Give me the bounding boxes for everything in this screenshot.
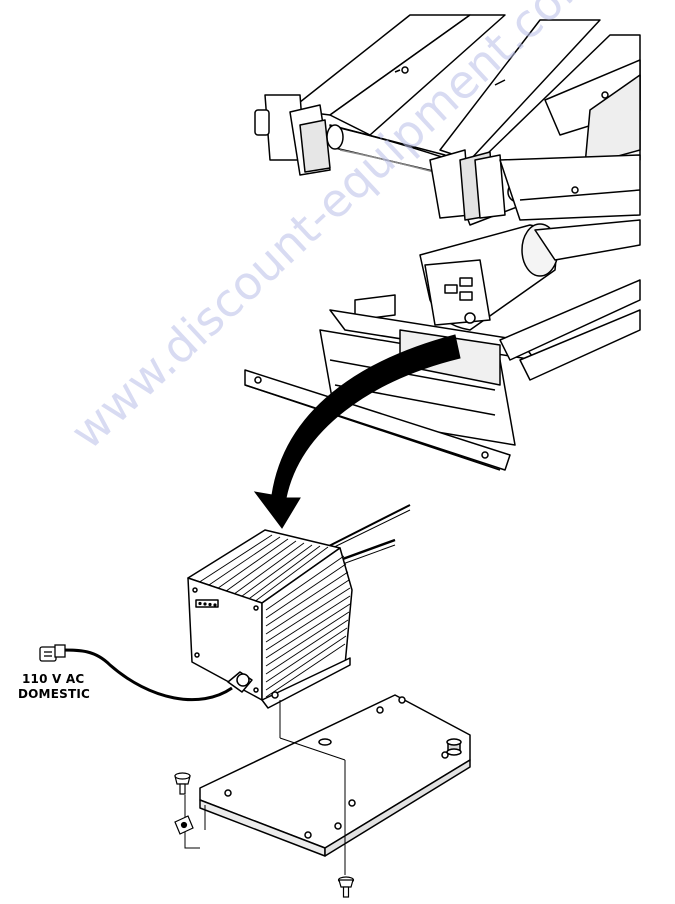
charger-indicator-lights: [195, 599, 219, 608]
bolt-upper: [174, 772, 191, 795]
mounting-plate: [199, 694, 471, 857]
ac-cord-gland: [227, 671, 253, 693]
relocation-arrow: [253, 334, 461, 529]
side-rail-right: [499, 279, 641, 361]
base-frame-lower: [244, 369, 511, 471]
clip-nut: [174, 815, 194, 835]
voltage-label: 110 V AC: [22, 672, 85, 686]
battery-charger: [187, 504, 411, 709]
fastener-leader-lines: [184, 700, 346, 875]
charger-output-lead-2: [339, 538, 396, 562]
plate-stud: [446, 738, 462, 756]
ac-power-cord: [61, 648, 233, 702]
charger-mount-foot: [261, 657, 351, 709]
scissor-lift-assembly: [244, 14, 641, 471]
bolt-lower: [337, 876, 355, 898]
source-label: DOMESTIC: [18, 687, 91, 701]
ac-plug: [39, 644, 66, 662]
charger-output-lead-1: [324, 504, 411, 549]
